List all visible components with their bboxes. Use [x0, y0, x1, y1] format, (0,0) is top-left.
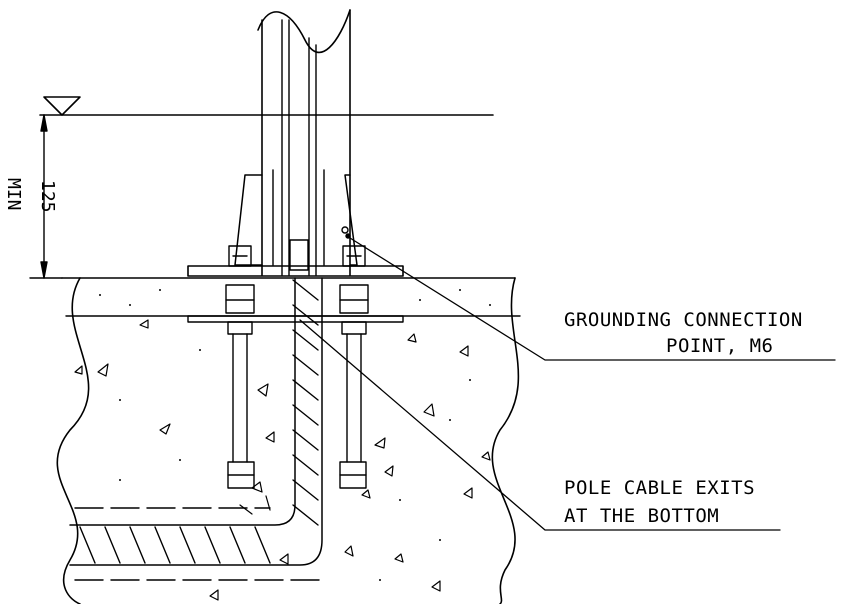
pole-shaft	[257, 9, 351, 276]
base-gussets	[234, 169, 358, 271]
anchor-bolt-left	[225, 245, 255, 489]
grounding-callout-line1: GROUNDING CONNECTION	[564, 309, 803, 331]
dimension-qualifier: MIN	[3, 178, 24, 211]
concrete-foundation	[56, 277, 521, 604]
concrete-aggregate	[74, 319, 491, 601]
leader-lines	[299, 237, 836, 531]
ground-level-symbol	[39, 96, 494, 116]
grounding-callout-line2: POINT, M6	[666, 335, 774, 357]
cable-callout-line1: POLE CABLE EXITS	[564, 477, 756, 499]
dimension-value: 125	[37, 180, 58, 213]
grounding-point	[341, 226, 351, 239]
cable-conduit	[69, 277, 323, 581]
concrete-speckles	[99, 289, 491, 581]
cable-callout-line2: AT THE BOTTOM	[564, 505, 720, 527]
dimension-line	[29, 114, 63, 279]
anchor-bolt-right	[339, 245, 369, 489]
